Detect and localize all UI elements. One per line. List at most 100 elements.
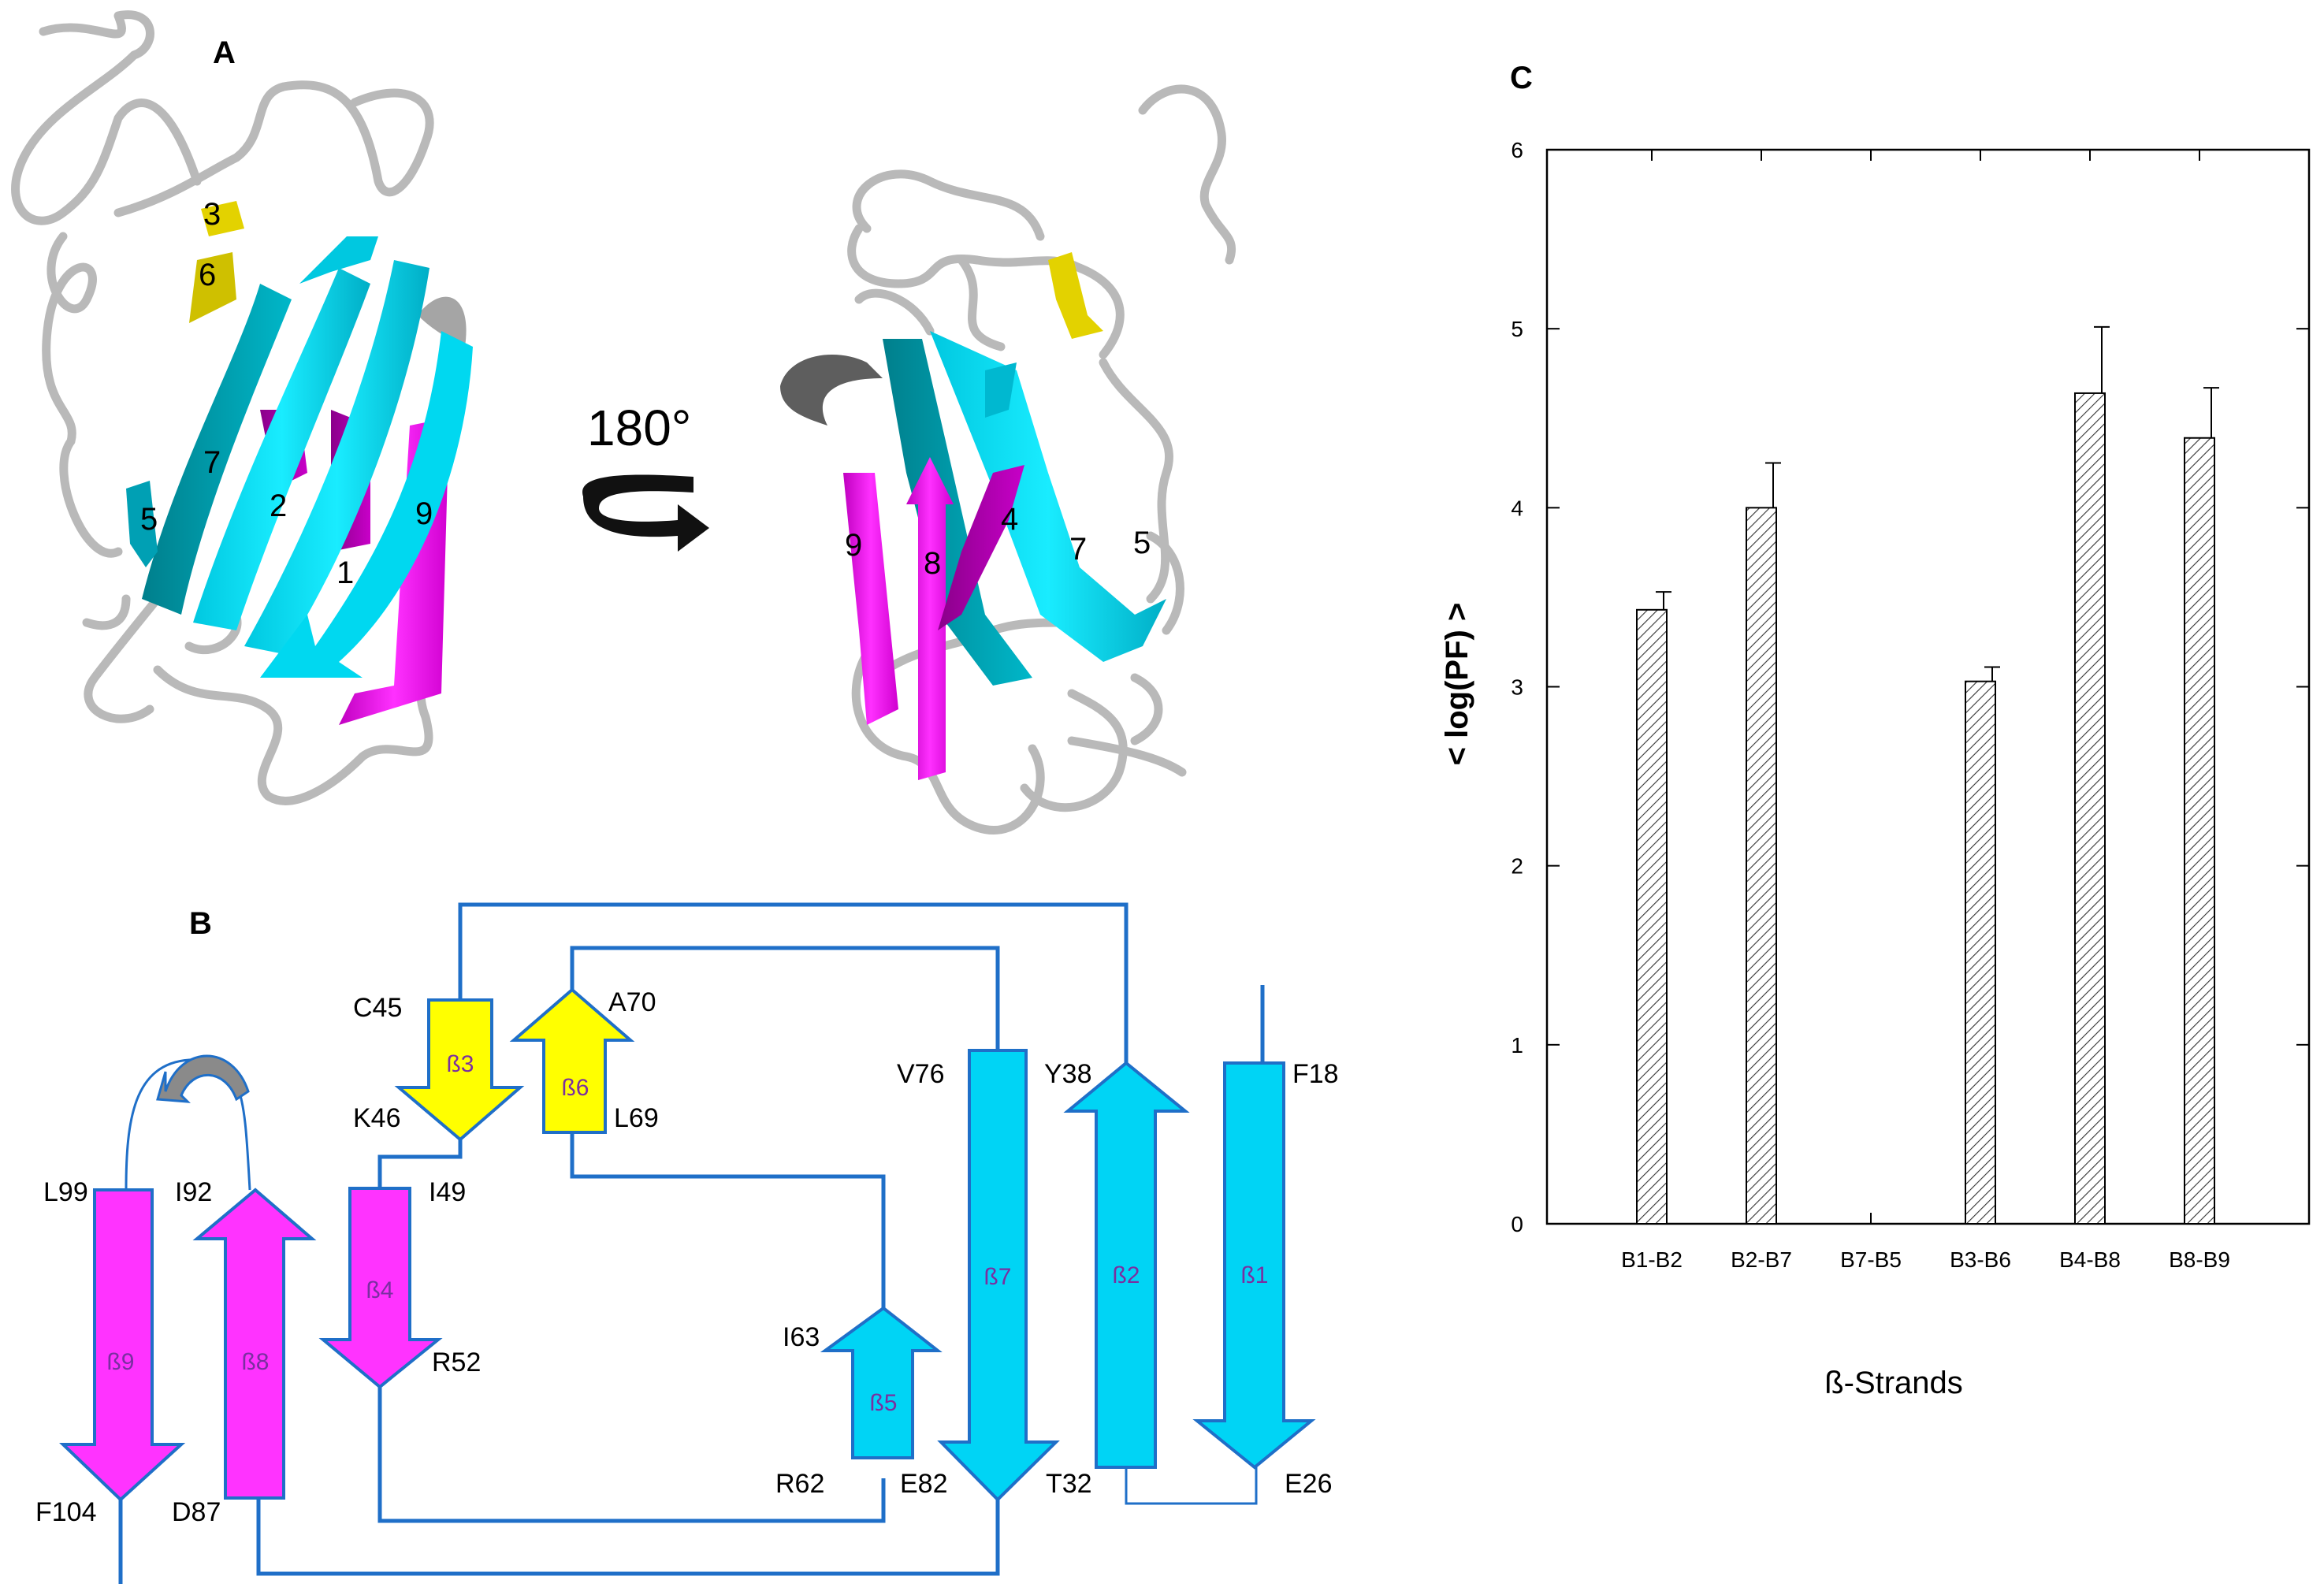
residue-label: F18 — [1292, 1059, 1339, 1089]
connector-line — [458, 902, 1129, 1063]
strand-b5 — [820, 1306, 943, 1459]
bar — [1636, 608, 1668, 1225]
bar — [2184, 437, 2215, 1225]
panel-b-letter: B — [189, 906, 212, 941]
strand-b3-label: ß3 — [446, 1051, 474, 1077]
connector-line — [570, 1132, 886, 1308]
helix-grey — [418, 296, 467, 347]
residue-label: V76 — [897, 1059, 945, 1089]
panel-a: A 3 6 7 — [11, 10, 1236, 835]
structure-left-view: 3 6 7 5 2 9 1 — [11, 10, 473, 805]
connector-line — [1125, 1467, 1258, 1505]
rotation-arrow-icon — [582, 474, 709, 552]
mol-label: 8 — [924, 546, 941, 581]
residue-label: E82 — [900, 1469, 948, 1499]
strand-magenta — [843, 473, 898, 725]
strand-b2 — [1063, 1061, 1190, 1469]
rotation-indicator: 180° — [582, 400, 709, 552]
strand-magenta — [938, 465, 1024, 630]
residue-label: K46 — [353, 1103, 401, 1133]
rotation-label: 180° — [587, 400, 691, 456]
strand-cyan — [985, 362, 1017, 418]
y-tick-label: 1 — [1511, 1033, 1523, 1058]
residue-label: L99 — [43, 1177, 88, 1207]
coil-loop — [852, 84, 1236, 265]
strand-b9 — [59, 1188, 186, 1502]
panel-c-letter: C — [1510, 61, 1533, 95]
y-tick-label: 6 — [1511, 138, 1523, 162]
residue-label: I63 — [783, 1322, 820, 1352]
mol-label: 9 — [415, 496, 433, 531]
strand-b7 — [937, 1049, 1060, 1502]
mol-label: 7 — [1069, 532, 1087, 567]
strand-b4 — [318, 1187, 443, 1389]
mol-label: 5 — [1133, 526, 1151, 560]
residue-label: L69 — [614, 1103, 659, 1133]
strand-cyan — [142, 284, 292, 615]
connector-line — [570, 946, 1000, 1050]
mol-label: 4 — [1001, 502, 1018, 537]
residue-label: I92 — [175, 1177, 212, 1207]
helix-yellow — [1048, 252, 1103, 339]
residue-label: E26 — [1285, 1469, 1333, 1499]
x-tick-label: B2-B7 — [1731, 1247, 1792, 1272]
y-tick-label: 5 — [1511, 317, 1523, 341]
strand-b1-label: ß1 — [1240, 1262, 1268, 1288]
helix-arc-icon — [156, 1054, 250, 1103]
strand-b5-label: ß5 — [869, 1390, 897, 1416]
strand-b9-label: ß9 — [106, 1349, 134, 1375]
mol-label: 3 — [203, 197, 221, 232]
x-tick-label: B3-B6 — [1950, 1247, 2011, 1272]
strand-b1 — [1192, 1061, 1316, 1470]
mol-label: 5 — [140, 502, 158, 537]
connector-line — [256, 1498, 1000, 1576]
bar — [1965, 680, 1996, 1225]
strand-cyan — [193, 268, 370, 630]
helix-yellow — [201, 201, 244, 236]
connector-line — [377, 1139, 463, 1188]
strand-cyan — [299, 236, 378, 284]
panel-a-letter: A — [213, 35, 236, 70]
mol-label: 2 — [270, 489, 287, 523]
coil-loop — [1099, 358, 1184, 635]
coil-loop — [113, 80, 434, 217]
bars — [1636, 325, 2219, 1225]
strand-magenta — [906, 457, 954, 780]
y-axis-title: < log(PF) > — [1440, 603, 1474, 766]
residue-label: R52 — [432, 1348, 481, 1377]
strand-b3 — [394, 998, 525, 1142]
y-tick-label: 3 — [1511, 675, 1523, 700]
strand-b2-label: ß2 — [1112, 1262, 1140, 1288]
bar — [1746, 507, 1777, 1225]
coil-loop — [42, 232, 194, 723]
x-tick-label: B4-B8 — [2059, 1247, 2121, 1272]
structure-right-view: 9 8 4 7 5 — [780, 84, 1236, 835]
strand-cyan — [883, 339, 1032, 686]
coil-loop — [153, 610, 433, 805]
residue-label: D87 — [172, 1497, 221, 1527]
mol-label: 1 — [337, 556, 354, 590]
coil-loop — [11, 10, 202, 225]
y-tick-label: 2 — [1511, 854, 1523, 879]
x-tick-label: B8-B9 — [2169, 1247, 2230, 1272]
residue-label: F104 — [35, 1497, 97, 1527]
coil-loop — [847, 224, 1125, 359]
strand-cyan — [244, 260, 429, 654]
x-tick-label: B1-B2 — [1621, 1247, 1683, 1272]
strand-b8-label: ß8 — [241, 1349, 269, 1375]
residue-label: A70 — [608, 987, 656, 1017]
connector-line — [377, 1387, 886, 1523]
strand-b8 — [192, 1188, 317, 1500]
x-axis-title: ß-Strands — [1824, 1366, 1963, 1400]
strand-b6-label: ß6 — [561, 1075, 589, 1101]
strand-cyan — [260, 331, 473, 678]
helix-grey — [780, 355, 883, 426]
residue-label: I49 — [429, 1177, 466, 1207]
y-tick-label: 4 — [1511, 496, 1523, 520]
residue-label: Y38 — [1044, 1059, 1092, 1089]
strand-cyan — [126, 481, 158, 567]
strand-b7-label: ß7 — [984, 1264, 1011, 1290]
topology-connectors — [118, 902, 1265, 1584]
